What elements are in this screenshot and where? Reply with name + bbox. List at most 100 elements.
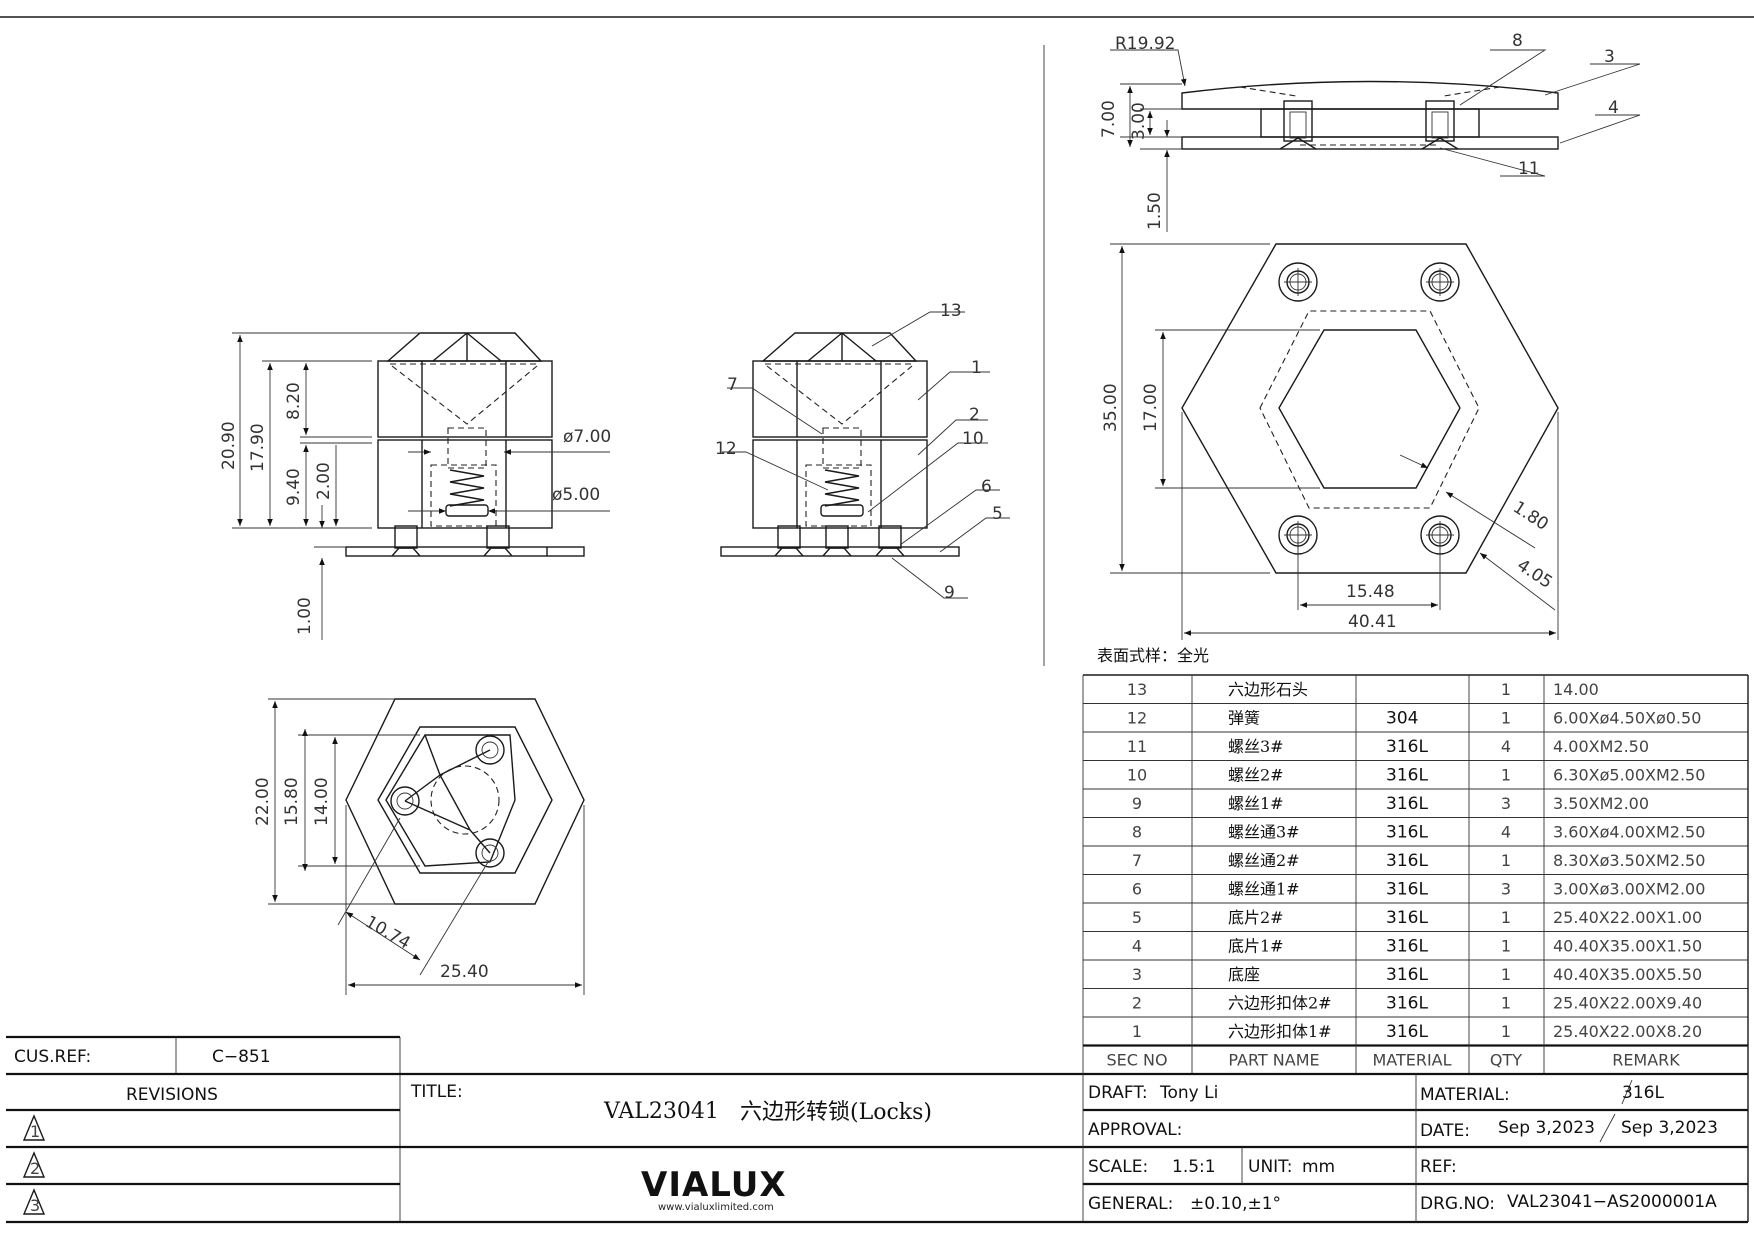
- table-header-cell: MATERIAL: [1372, 1051, 1451, 1070]
- diagonal-dimension: 10.74: [362, 912, 414, 954]
- table-cell-remark: 4.00XM2.50: [1553, 737, 1649, 756]
- table-cell-sec: 7: [1132, 851, 1142, 870]
- table-cell-qty: 4: [1501, 823, 1511, 842]
- table-cell-qty: 1: [1501, 766, 1511, 785]
- balloon-2: 2: [969, 405, 980, 425]
- table-cell-sec: 3: [1132, 965, 1142, 984]
- surface-finish-note: 表面式样：全光: [1097, 646, 1209, 665]
- revisions-label: REVISIONS: [126, 1085, 218, 1105]
- table-cell-remark: 25.40X22.00X8.20: [1553, 1022, 1702, 1041]
- table-cell-name: 底片2#: [1228, 908, 1284, 927]
- table-cell-material: 316L: [1386, 1022, 1428, 1042]
- balloon-3: 3: [1604, 47, 1615, 67]
- table-cell-material: 316L: [1386, 965, 1428, 985]
- table-cell-remark: 6.00Xø4.50Xø0.50: [1553, 709, 1701, 728]
- table-cell-qty: 1: [1501, 908, 1511, 927]
- table-cell-qty: 3: [1501, 880, 1511, 899]
- front-view: [232, 332, 610, 640]
- table-cell-remark: 25.40X22.00X1.00: [1553, 908, 1702, 927]
- table-cell-name: 底片1#: [1228, 937, 1284, 956]
- approval-label: APPROVAL:: [1088, 1120, 1182, 1140]
- table-cell-qty: 4: [1501, 737, 1511, 756]
- table-cell-sec: 8: [1132, 823, 1142, 842]
- company-url: www.vialuxlimited.com: [658, 1202, 774, 1213]
- scale-value: 1.5:1: [1172, 1157, 1216, 1177]
- revision-1: 1: [30, 1122, 40, 1141]
- base-thickness-dimension: 1.00: [295, 597, 315, 635]
- table-cell-material: 316L: [1386, 937, 1428, 957]
- table-cell-sec: 11: [1127, 737, 1147, 756]
- table-cell-sec: 10: [1127, 766, 1147, 785]
- balloon-7: 7: [727, 375, 738, 395]
- table-cell-name: 六边形石头: [1228, 680, 1308, 699]
- table-cell-material: 316L: [1386, 994, 1428, 1014]
- table-cell-sec: 12: [1127, 709, 1147, 728]
- travel-dimension: 2.00: [314, 462, 334, 500]
- balloon-4: 4: [1608, 98, 1619, 118]
- date-value-2: Sep 3,2023: [1621, 1118, 1718, 1138]
- edge-dimension: 4.05: [1513, 555, 1556, 592]
- table-cell-remark: 3.60Xø4.00XM2.50: [1553, 823, 1705, 842]
- draft-label: DRAFT:: [1088, 1083, 1148, 1103]
- total-height-dimension: 7.00: [1099, 100, 1119, 138]
- table-cell-remark: 14.00: [1553, 680, 1599, 699]
- table-cell-name: 螺丝通2#: [1228, 851, 1300, 870]
- table-cell-remark: 6.30Xø5.00XM2.50: [1553, 766, 1705, 785]
- radius-dimension: R19.92: [1115, 34, 1175, 54]
- balloon-5: 5: [992, 504, 1003, 524]
- balloon-8: 8: [1512, 31, 1523, 51]
- balloon-12: 12: [715, 439, 737, 459]
- opening-height-dimension: 17.00: [1141, 383, 1161, 432]
- material-value: 316L: [1622, 1083, 1664, 1103]
- table-cell-name: 螺丝通1#: [1228, 880, 1300, 899]
- title-label: TITLE:: [410, 1082, 463, 1102]
- date-value: Sep 3,2023: [1498, 1118, 1595, 1138]
- table-cell-name: 六边形扣体1#: [1228, 1022, 1332, 1041]
- top-view: [268, 698, 585, 995]
- plate-width-dimension: 40.41: [1348, 612, 1397, 632]
- table-cell-qty: 1: [1501, 680, 1511, 699]
- top-height-dimension: 22.00: [253, 777, 273, 826]
- upper-height-dimension: 8.20: [284, 382, 304, 420]
- table-cell-qty: 1: [1501, 1022, 1511, 1041]
- table-cell-name: 螺丝通3#: [1228, 823, 1300, 842]
- table-cell-sec: 6: [1132, 880, 1142, 899]
- revision-triangle-icon: [22, 1114, 46, 1215]
- table-cell-remark: 40.40X35.00X1.50: [1553, 937, 1702, 956]
- table-cell-material: 316L: [1386, 880, 1428, 900]
- table-cell-material: 316L: [1386, 823, 1428, 843]
- balloon-11: 11: [1518, 159, 1540, 179]
- ref-label: REF:: [1420, 1157, 1457, 1177]
- unit-value: mm: [1302, 1157, 1335, 1177]
- section-leaders: [722, 311, 1010, 599]
- wall-dimension: 1.80: [1509, 497, 1552, 534]
- cus-ref-label: CUS.REF:: [14, 1047, 91, 1067]
- table-cell-sec: 13: [1127, 680, 1147, 699]
- table-header-cell: REMARK: [1612, 1051, 1680, 1070]
- base-side-view: [1110, 49, 1641, 232]
- balloon-6: 6: [981, 477, 992, 497]
- general-label: GENERAL:: [1088, 1194, 1173, 1214]
- table-header-cell: QTY: [1490, 1051, 1522, 1070]
- hole-pitch-dimension: 15.48: [1346, 582, 1395, 602]
- table-cell-remark: 3.00Xø3.00XM2.00: [1553, 880, 1705, 899]
- table-cell-remark: 40.40X35.00X5.50: [1553, 965, 1702, 984]
- table-cell-qty: 1: [1501, 994, 1511, 1013]
- plate-thickness-dimension: 1.50: [1145, 192, 1165, 230]
- drg-no-value: VAL23041−AS2000001A: [1507, 1192, 1717, 1212]
- section-view: [720, 332, 960, 557]
- table-cell-material: 304: [1386, 709, 1418, 729]
- table-cell-qty: 1: [1501, 937, 1511, 956]
- title-block: [6, 675, 1749, 1224]
- balloon-10: 10: [962, 429, 984, 449]
- table-cell-remark: 3.50XM2.00: [1553, 794, 1649, 813]
- lower-height-dimension: 9.40: [284, 468, 304, 506]
- table-cell-name: 螺丝3#: [1228, 737, 1284, 756]
- base-plan-view: [1110, 243, 1559, 640]
- cus-ref-value: C−851: [212, 1047, 271, 1067]
- table-cell-material: 316L: [1386, 737, 1428, 757]
- screw-hole-icon: [1278, 262, 1460, 555]
- table-cell-name: 螺丝1#: [1228, 794, 1284, 813]
- balloon-9: 9: [944, 583, 955, 603]
